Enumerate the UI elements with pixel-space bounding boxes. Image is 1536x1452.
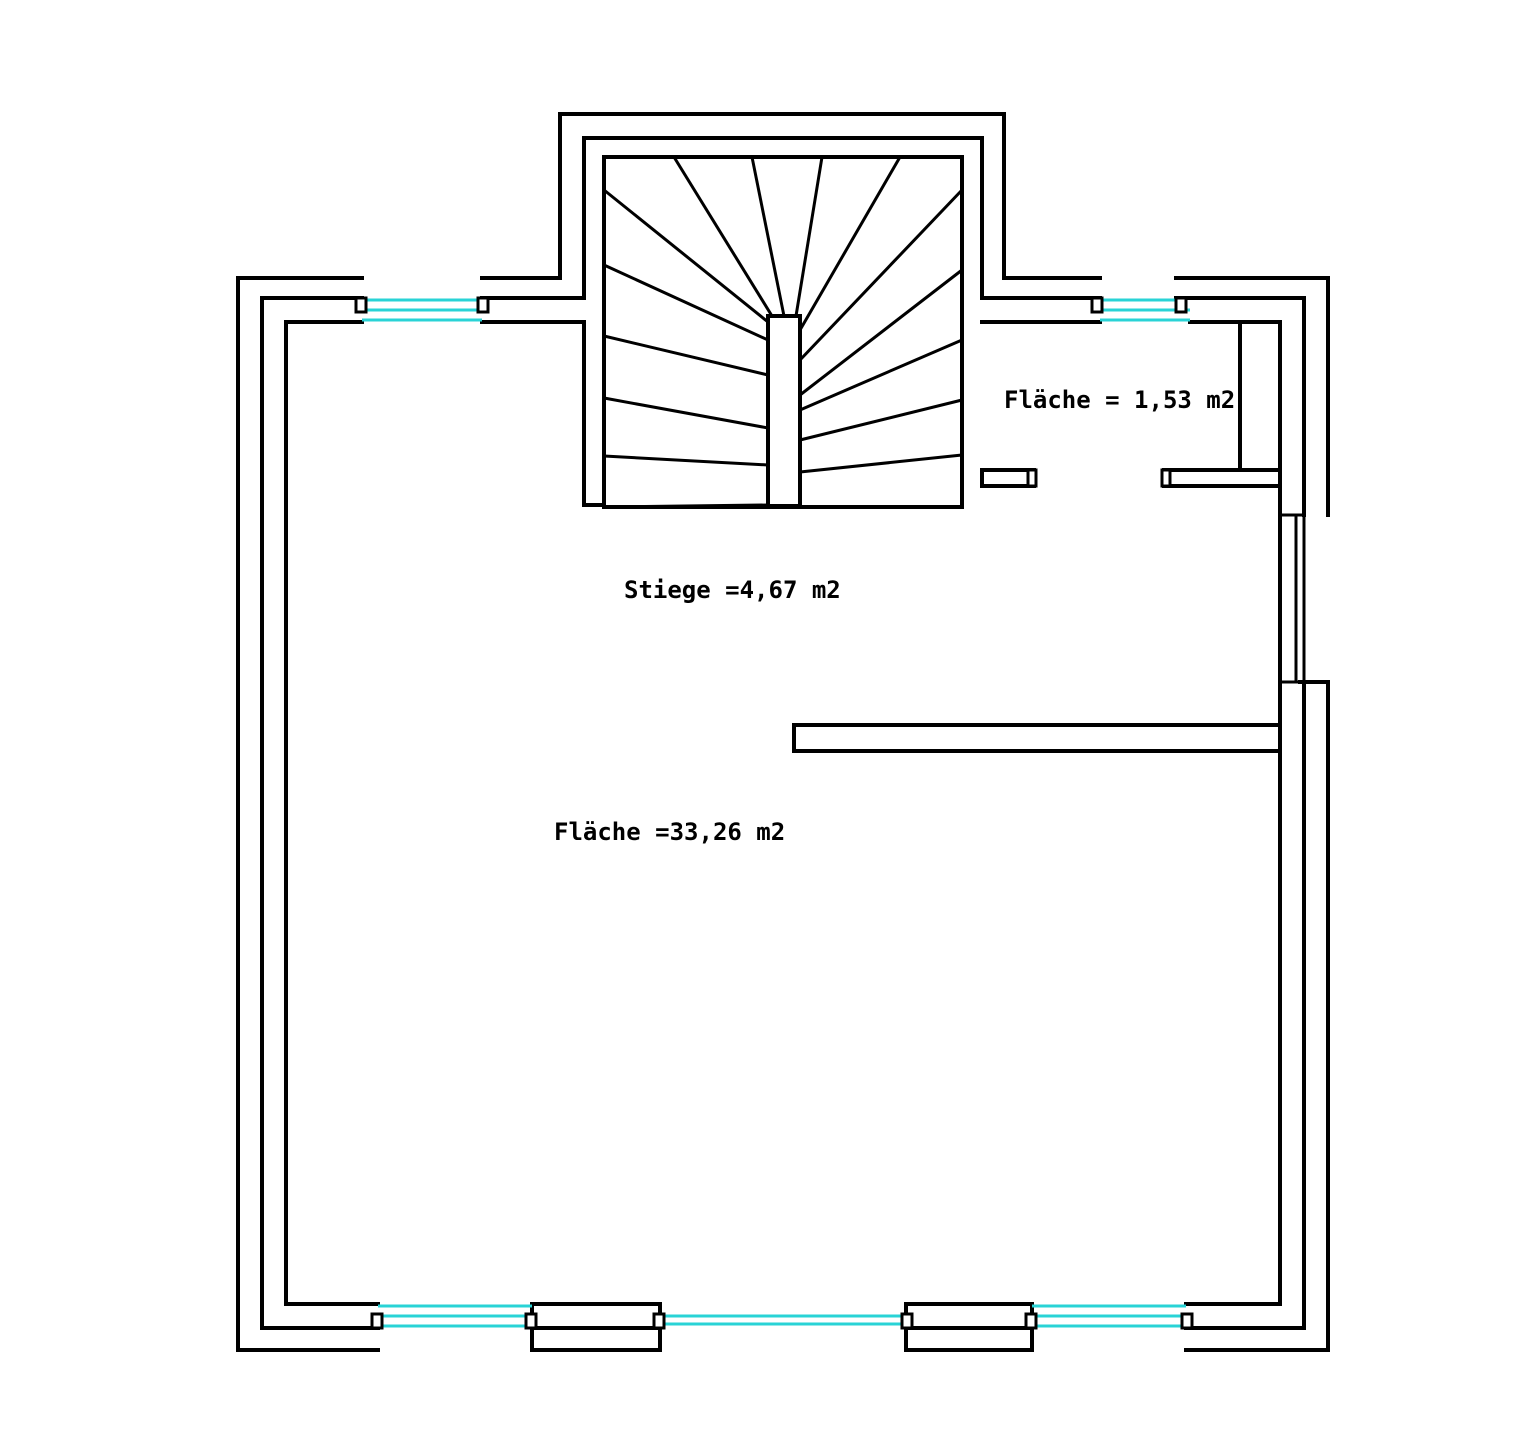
main-room-area-label: Fläche =33,26 m2 (554, 818, 785, 846)
stair-well (602, 155, 964, 509)
stair-tread (603, 503, 769, 509)
outer-wall-right-lower (1184, 680, 1330, 1352)
small-room-area-label: Fläche = 1,53 m2 (1004, 386, 1235, 414)
outer-wall-right (1174, 276, 1330, 517)
stair-tread (798, 156, 902, 331)
stair-tread (672, 156, 774, 317)
stair-tread (799, 268, 963, 397)
stair-tread (603, 454, 769, 467)
window-bottom-3 (1024, 1304, 1194, 1330)
stair-bay-outer (480, 112, 1102, 280)
inner-wall-right (1184, 320, 1282, 1306)
window-top-right (1090, 296, 1190, 322)
window-bottom-1 (370, 1304, 538, 1330)
stair-treads (603, 156, 964, 509)
middle-wall-right-lower (1184, 680, 1306, 1330)
wall-stub-end (1160, 468, 1172, 488)
stair-area-label: Stiege =4,67 m2 (624, 576, 841, 604)
wall-stub-end (1026, 468, 1038, 488)
stair-tread (750, 156, 786, 317)
stair-tread (603, 188, 769, 324)
inner-wall (284, 320, 380, 1306)
middle-wall-right (1174, 296, 1306, 517)
stair-tread (603, 396, 769, 430)
stair-tread (798, 188, 964, 362)
window-top-left (354, 296, 490, 322)
stair-bay-middle (480, 136, 1102, 300)
stair-tread (799, 453, 963, 474)
wall-stub (1162, 468, 1282, 488)
stair-newel (766, 314, 802, 508)
window-bottom-2 (652, 1312, 914, 1330)
stair-tread (799, 338, 963, 412)
middle-wall (260, 296, 380, 1330)
outer-wall (236, 276, 380, 1352)
stair-tread (603, 263, 769, 342)
interior-partition (792, 723, 1282, 753)
stair-tread (603, 334, 769, 377)
wall-stub (980, 468, 1036, 488)
stair-tread (794, 156, 824, 317)
stair-tread (799, 398, 963, 442)
